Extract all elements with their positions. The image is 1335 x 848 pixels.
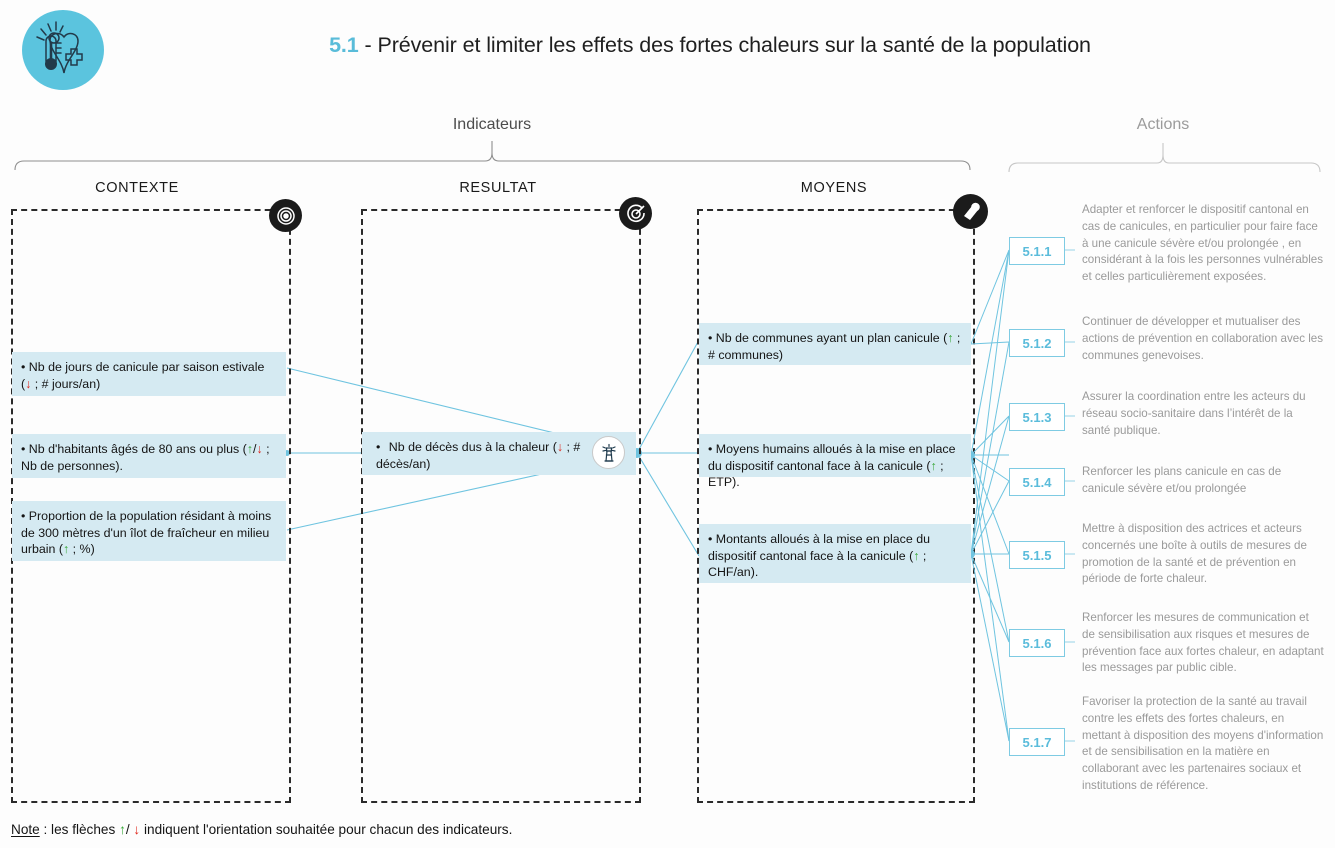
arrow-down-icon: ↓ xyxy=(133,822,141,837)
megaphone-icon xyxy=(953,194,988,229)
indicator-text: Nb d'habitants âgés de 80 ans ou plus ( xyxy=(25,442,247,456)
action-chip-5-1-4[interactable]: 5.1.4 xyxy=(1009,468,1065,496)
indicator-text: Moyens humains alloués à la mise en plac… xyxy=(708,442,956,473)
indicator-text: Nb de jours de canicule par saison estiv… xyxy=(21,360,265,391)
action-text-5-1-3: Assurer la coordination entre les acteur… xyxy=(1082,390,1306,437)
bullet: • xyxy=(21,360,26,374)
arrow-up-icon: ↑ xyxy=(63,542,70,557)
arrow-down-icon: ↓ xyxy=(256,442,263,456)
note-text-mid: / xyxy=(125,822,130,837)
arrow-up-icon: ↑ xyxy=(246,442,253,456)
group-label-indicateurs: Indicateurs xyxy=(452,116,532,133)
column-header-resultat: RESULTAT xyxy=(459,180,537,196)
action-chip-5-1-3[interactable]: 5.1.3 xyxy=(1009,403,1065,431)
indicator-card: • Montants alloués à la mise en place du… xyxy=(699,524,971,583)
arrow-up-icon: ↑ xyxy=(119,822,126,837)
arrow-down-icon: ↓ xyxy=(25,376,32,391)
action-text-5-1-4: Renforcer les plans canicule en cas de c… xyxy=(1082,465,1282,495)
bullet: • xyxy=(21,509,26,523)
action-chip-5-1-1[interactable]: 5.1.1 xyxy=(1009,237,1065,265)
column-frame-moyens xyxy=(697,209,975,803)
indicator-card: • Nb de jours de canicule par saison est… xyxy=(12,352,286,396)
group-label-actions: Actions xyxy=(1136,116,1190,133)
bullet: • xyxy=(21,442,26,456)
indicator-text: Proportion de la population résidant à m… xyxy=(21,509,272,557)
action-text-5-1-6: Renforcer les mesures de communication e… xyxy=(1082,611,1324,675)
lighthouse-icon xyxy=(592,436,625,469)
bullet: • xyxy=(376,440,381,454)
action-chip-5-1-2[interactable]: 5.1.2 xyxy=(1009,329,1065,357)
action-chip-5-1-6[interactable]: 5.1.6 xyxy=(1009,629,1065,657)
bullet: • xyxy=(708,331,713,345)
thermometer-heart-sun-icon xyxy=(22,10,104,90)
indicator-text-tail: ; ETP). xyxy=(708,458,944,490)
arrow-up-icon: ↑ xyxy=(947,331,954,345)
indicator-text-tail: ; CHF/an). xyxy=(708,548,927,580)
column-header-contexte: CONTEXTE xyxy=(95,180,179,196)
note-text-after: indiquent l'orientation souhaitée pour c… xyxy=(140,822,513,837)
indicator-card: • Proportion de la population résidant à… xyxy=(12,501,286,561)
indicator-text: Montants alloués à la mise en place du d… xyxy=(708,532,930,563)
arrow-up-icon: ↑ xyxy=(930,458,937,473)
target-rings-icon xyxy=(269,199,302,232)
note-label: Note xyxy=(11,822,40,837)
page-title-number: 5.1 xyxy=(329,33,359,57)
target-arrow-icon xyxy=(619,197,652,230)
indicator-text: Nb de décès dus à la chaleur ( xyxy=(385,440,557,454)
indicator-text-tail: ; Nb de personnes). xyxy=(21,442,270,473)
indicator-text-tail: ; %) xyxy=(69,542,95,557)
action-text-5-1-5: Mettre à disposition des actrices et act… xyxy=(1082,522,1307,586)
note-text-before: : les flèches xyxy=(39,822,120,837)
page-title-text: Prévenir et limiter les effets des forte… xyxy=(377,33,1091,57)
arrow-up-icon: ↑ xyxy=(913,548,920,563)
column-header-moyens: MOYENS xyxy=(800,180,868,196)
bullet: • xyxy=(708,442,713,456)
bullet: • xyxy=(708,532,713,546)
action-chip-5-1-7[interactable]: 5.1.7 xyxy=(1009,728,1065,756)
indicator-card: • Moyens humains alloués à la mise en pl… xyxy=(699,434,971,489)
indicator-text-tail: ; # communes) xyxy=(708,331,961,362)
indicator-text-tail: ; # jours/an) xyxy=(31,376,101,391)
page-title-separator: - xyxy=(358,33,378,57)
action-text-5-1-1: Adapter et renforcer le dispositif canto… xyxy=(1082,203,1324,284)
arrow-separator: / xyxy=(252,442,257,456)
action-text-5-1-2: Continuer de développer et mutualiser de… xyxy=(1082,315,1324,362)
action-chip-5-1-5[interactable]: 5.1.5 xyxy=(1009,541,1065,569)
indicator-text: Nb de communes ayant un plan canicule ( xyxy=(712,331,948,345)
indicator-card: • Nb de communes ayant un plan canicule … xyxy=(699,323,971,365)
page-title: 5.1 - Prévenir et limiter les effets des… xyxy=(260,33,1160,58)
action-text-5-1-7: Favoriser la protection de la santé au t… xyxy=(1082,695,1324,792)
footer-note: Note : les flèches ↑/ ↓ indiquent l'orie… xyxy=(11,822,512,837)
column-frame-resultat xyxy=(361,209,641,803)
indicator-card: • Nb d'habitants âgés de 80 ans ou plus … xyxy=(12,434,286,478)
